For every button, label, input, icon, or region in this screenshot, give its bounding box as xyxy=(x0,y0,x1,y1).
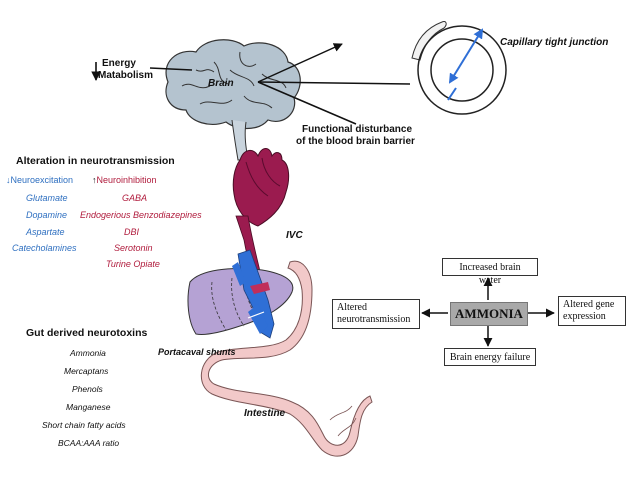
neurotransmission-heading: Alteration in neurotransmission xyxy=(16,155,175,167)
neurotoxin-item: BCAA:AAA ratio xyxy=(58,438,120,448)
brain-to-bbb-line xyxy=(257,81,357,125)
gut-neurotoxins-heading: Gut derived neurotoxins xyxy=(26,327,148,339)
altered-gene-expression-box: Altered gene expression xyxy=(558,296,626,326)
neurotoxin-item: Ammonia xyxy=(70,348,106,358)
brain-to-junction-line xyxy=(257,81,411,85)
neurotoxin-item: Short chain fatty acids xyxy=(42,420,126,430)
increased-brain-water-box: Increased brain water xyxy=(442,258,538,286)
excitation-item: Catecholamines xyxy=(12,243,77,253)
ivc-label: IVC xyxy=(286,230,303,241)
down-arrow-icon: ↓ xyxy=(6,175,11,185)
excitation-item: Aspartate xyxy=(26,227,65,237)
neurotoxin-item: Phenols xyxy=(72,384,103,394)
excitation-item: Dopamine xyxy=(26,210,68,220)
brain-label: Brain xyxy=(208,78,234,89)
up-arrow-icon: ↑ xyxy=(92,175,97,185)
inhibition-item: Endogerious Benzodiazepines xyxy=(80,210,202,220)
energy-label-line2: Matabolism xyxy=(98,70,154,81)
ammonia-box: AMMONIA xyxy=(450,302,528,326)
capillary-label: Capillary tight junction xyxy=(500,37,609,48)
heart-illustration xyxy=(232,148,290,227)
brain-energy-failure-box: Brain energy failure xyxy=(444,348,536,366)
energy-pointer-line xyxy=(149,67,193,71)
portal-vessels xyxy=(232,249,275,339)
intestine-illustration xyxy=(200,260,373,457)
bbb-label-line1: Functional disturbance xyxy=(302,124,413,135)
brain-to-junction-arrow xyxy=(257,43,343,83)
bbb-label-line2: of the blood brain barrier xyxy=(296,136,415,147)
capillary-junction-illustration xyxy=(411,21,507,115)
inhibition-item: GABA xyxy=(122,193,148,203)
neurotoxin-item: Manganese xyxy=(66,402,111,412)
portacaval-label: Portacaval shunts xyxy=(158,347,236,357)
neurotoxin-item: Mercaptans xyxy=(64,366,109,376)
intestine-label: Intestine xyxy=(244,408,286,419)
altered-neurotransmission-box: Altered neurotransmission xyxy=(332,299,420,329)
inhibition-item: Serotonin xyxy=(114,243,153,253)
neuroexcitation-label: ↓Neuroexcitation xyxy=(6,175,74,185)
neuroinhibition-label: ↑Neuroinhibition xyxy=(92,175,157,185)
energy-label-line1: Energy xyxy=(102,58,136,69)
excitation-item: Glutamate xyxy=(26,193,68,203)
brain-illustration xyxy=(165,39,301,161)
inhibition-item: Turine Opiate xyxy=(106,259,160,269)
inhibition-item: DBI xyxy=(124,227,140,237)
